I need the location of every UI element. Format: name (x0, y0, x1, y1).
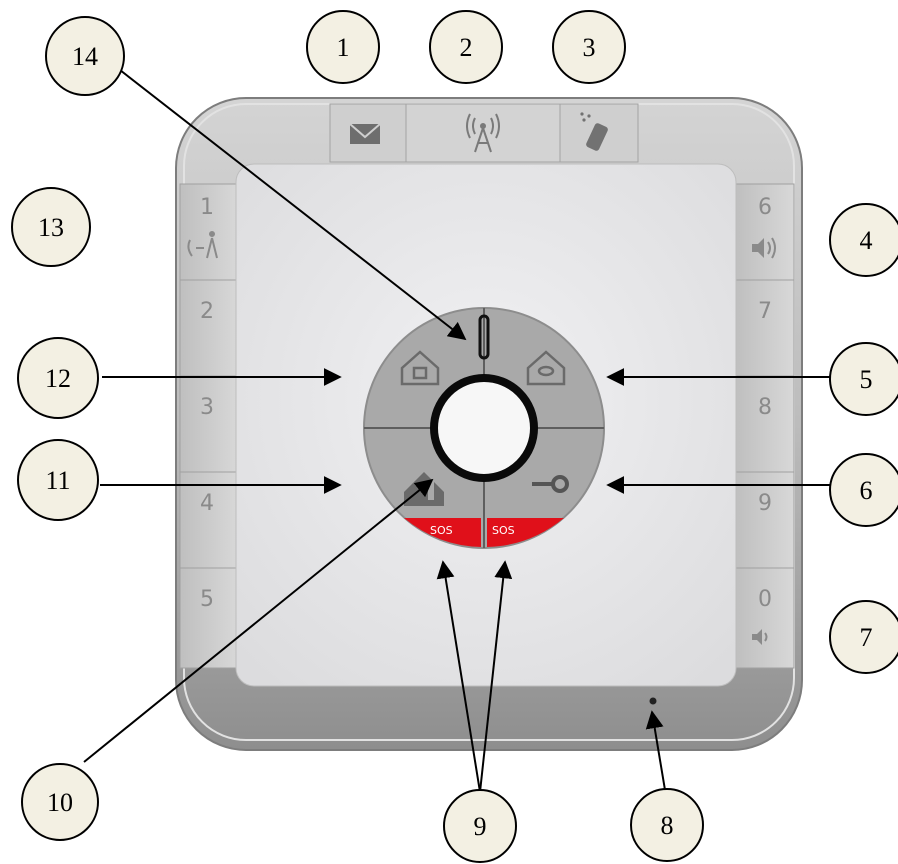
callout-11-label: 11 (45, 466, 70, 495)
key-1-label: 1 (200, 195, 214, 220)
key-2[interactable] (179, 279, 239, 377)
key-1[interactable] (179, 183, 239, 281)
callout-9-circle (443, 789, 517, 863)
callout-14-label: 14 (72, 42, 98, 71)
key-6[interactable] (735, 183, 795, 281)
key-5[interactable] (179, 567, 239, 669)
sos-left-band[interactable] (404, 518, 481, 547)
callout-4-circle (829, 203, 898, 277)
key-5-label: 5 (200, 587, 214, 612)
callout-5-label: 5 (860, 365, 873, 394)
top-button-row (329, 103, 639, 163)
callout-13-circle (11, 187, 91, 267)
sos-right-label: SOS (492, 524, 515, 537)
home-eye-icon[interactable] (526, 350, 566, 386)
callout-7-label: 7 (860, 623, 873, 652)
callout-10-circle (21, 763, 99, 841)
key-9[interactable] (735, 471, 795, 569)
arrow-9-right (479, 560, 513, 793)
key-0-label: 0 (758, 587, 772, 612)
volume-down-icon (752, 629, 768, 645)
callout-arrows (83, 69, 830, 793)
top-button-antenna[interactable] (405, 103, 561, 163)
antenna-icon (466, 113, 500, 153)
center-button[interactable] (430, 374, 538, 482)
key-9-label: 9 (758, 491, 772, 516)
callout-9-label: 9 (474, 812, 487, 841)
central-dial: SOS SOS (363, 307, 605, 549)
arrow-10 (83, 478, 434, 763)
call-center-icon (187, 231, 218, 259)
callout-2-circle (429, 10, 503, 84)
key-7[interactable] (735, 279, 795, 377)
arrow-9-left (436, 560, 481, 793)
callout-7-circle (829, 600, 898, 674)
callout-6-label: 6 (860, 476, 873, 505)
callout-12-label: 12 (45, 364, 71, 393)
sos-right-band[interactable] (487, 518, 564, 547)
key-2-label: 2 (200, 299, 214, 324)
callout-8-label: 8 (661, 811, 674, 840)
key-4-label: 4 (200, 491, 214, 516)
arrow-14 (119, 69, 467, 341)
key-6-label: 6 (758, 195, 772, 220)
key-8[interactable] (735, 375, 795, 473)
sos-left-label: SOS (430, 524, 453, 537)
key-8-label: 8 (758, 395, 772, 420)
right-key-column: 6 7 8 9 0 (735, 183, 795, 669)
microphone-hole (649, 697, 657, 705)
key-0[interactable] (735, 567, 795, 669)
callout-14-circle (45, 16, 125, 96)
callout-6-circle (829, 453, 898, 527)
callout-4-label: 4 (860, 226, 873, 255)
callout-1-label: 1 (337, 33, 350, 62)
callout-10-label: 10 (47, 788, 73, 817)
callout-12-circle (17, 337, 99, 419)
callouts: 1 2 3 4 5 6 7 8 9 10 11 12 13 14 (11, 10, 898, 863)
callout-8-circle (630, 788, 704, 862)
envelope-icon (349, 123, 381, 144)
status-led (478, 314, 490, 360)
callout-2-label: 2 (460, 33, 473, 62)
callout-3-circle (552, 10, 626, 84)
arrow-8 (645, 710, 666, 791)
key-3[interactable] (179, 375, 239, 473)
key-4[interactable] (179, 471, 239, 569)
callout-11-circle (17, 439, 99, 521)
key-icon[interactable] (532, 475, 569, 493)
volume-up-icon (752, 237, 776, 259)
key-7-label: 7 (758, 299, 772, 324)
home-lock-icon[interactable] (400, 350, 440, 386)
callout-1-circle (306, 10, 380, 84)
phone-icon (580, 112, 608, 151)
left-key-column: 1 2 3 4 5 (179, 183, 239, 669)
callout-3-label: 3 (583, 33, 596, 62)
key-3-label: 3 (200, 395, 214, 420)
callout-13-label: 13 (38, 213, 64, 242)
callout-5-circle (829, 342, 898, 416)
